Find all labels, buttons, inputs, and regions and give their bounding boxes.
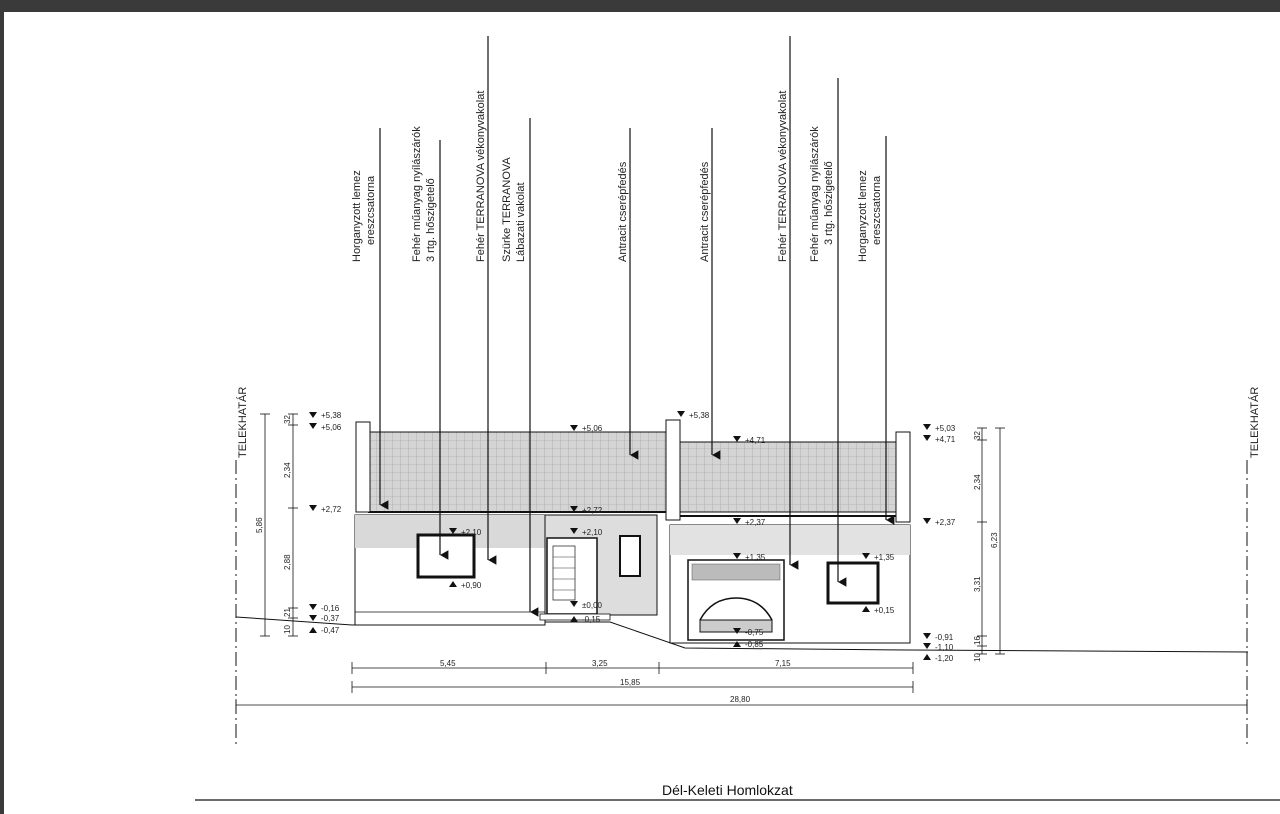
callout-1a: Horganyzott lemez [351,170,363,262]
level-inner-6: -0,15 [582,615,601,624]
vdim-left-0: 32 [283,415,292,424]
level-inner-0: +5,06 [582,424,603,433]
viewer-toolbar [0,0,1280,12]
callout-2b: 3 rtg. hőszigetelő [425,178,437,262]
levels-left: +5,38 +5,06 +2,72 -0,16 -0,37 -0,47 [309,411,342,635]
vdim-left-5: 5,86 [255,517,264,533]
vdim-left [260,413,298,637]
level-right-1: +4,71 [935,435,956,444]
callout-2a: Fehér műanyag nyílászárók [411,126,423,262]
left-roof [369,431,667,513]
levels-inner: +5,06 +2,72 +2,10 +2,10 +0,90 ±0,00 -0,1… [449,411,895,649]
elevation-drawing: TELEKHATÁR TELEKHATÁR Horganyzot [195,36,1280,801]
level-inner-11: +1,35 [874,553,895,562]
left-window [416,533,476,579]
level-inner-4: +0,90 [461,581,482,590]
left-wall-shade [355,515,545,548]
vdim-left-3: 21 [283,608,292,617]
callout-3a: Fehér TERRANOVA vékonyvakolat [475,91,487,262]
ground-line [235,616,1249,653]
level-inner-10: +1,35 [745,553,766,562]
level-left-2: +2,72 [321,505,342,514]
overall-plot-dim: 28,80 [730,695,751,704]
level-inner-12: +0,15 [874,606,895,615]
callout-4a: Szürke TERRANOVA [501,157,513,262]
vdim-left-1: 2,34 [283,462,292,478]
drawing-title: Dél-Keleti Homlokzat [662,782,793,798]
level-left-3: -0,16 [321,604,340,613]
callout-7a: Fehér TERRANOVA vékonyvakolat [777,91,789,262]
level-right-5: -1,20 [935,654,954,663]
vdim-left-2: 2,88 [283,554,292,570]
level-right-4: -1,10 [935,643,954,652]
level-inner-14: -0,85 [745,640,764,649]
callout-1b: ereszcsatorna [365,175,377,245]
hdim-1: 3,25 [592,659,608,668]
callout-5a: Antracit cserépfedés [617,161,629,262]
right-chimney-left [665,419,681,521]
right-chimney-right [895,431,911,523]
hdims [235,662,1248,711]
vdim-right-0: 32 [973,431,982,440]
vdim-right-1: 2,34 [973,474,982,490]
callout-8b: 3 rtg. hőszigetelő [823,161,835,245]
hdim-2: 7,15 [775,659,791,668]
vdim-right-3: 16 [973,636,982,645]
vdim-right-4: 10 [973,653,982,662]
callout-6a: Antracit cserépfedés [699,161,711,262]
level-inner-9: +2,37 [745,518,766,527]
vdim-left-4: 10 [283,625,292,634]
level-left-1: +5,06 [321,423,342,432]
callout-labels: Horganyzott lemez ereszcsatorna Fehér mű… [351,91,883,262]
vdim-right [977,427,1005,655]
level-right-2: +2,37 [935,518,956,527]
level-inner-3: +2,10 [582,528,603,537]
callout-9b: ereszcsatorna [871,175,883,245]
boundary-label-right: TELEKHATÁR [1248,387,1261,458]
hdim-0: 5,45 [440,659,456,668]
callout-9a: Horganyzott lemez [857,170,869,262]
level-left-5: -0,47 [321,626,340,635]
leader-lines [379,36,895,617]
level-right-3: -0,91 [935,633,954,642]
door-panel [552,545,576,601]
boundary-label-left: TELEKHATÁR [236,387,249,458]
level-inner-8: +4,71 [745,436,766,445]
vdim-right-2: 3,31 [973,576,982,592]
levels-right: +5,03 +4,71 +2,37 -0,91 -1,10 -1,20 [923,424,956,663]
entrance-window [619,535,641,577]
overall-building-dim: 15,85 [620,678,641,687]
left-chimney [355,421,371,513]
callout-4b: Lábazati vakolat [515,183,527,263]
level-inner-2: +2,10 [461,528,482,537]
level-right-0: +5,03 [935,424,956,433]
level-inner-13: -0,75 [745,628,764,637]
vdim-right-5: 6,23 [990,532,999,548]
level-inner-1: +2,72 [582,506,603,515]
callout-8a: Fehér műanyag nyílászárók [809,126,821,262]
level-left-4: -0,37 [321,614,340,623]
level-inner-7: +5,38 [689,411,710,420]
drawing-sheet: TELEKHATÁR TELEKHATÁR Horganyzot [4,12,1280,814]
level-left-0: +5,38 [321,411,342,420]
level-inner-5: ±0,00 [582,601,603,610]
right-window [826,561,880,605]
